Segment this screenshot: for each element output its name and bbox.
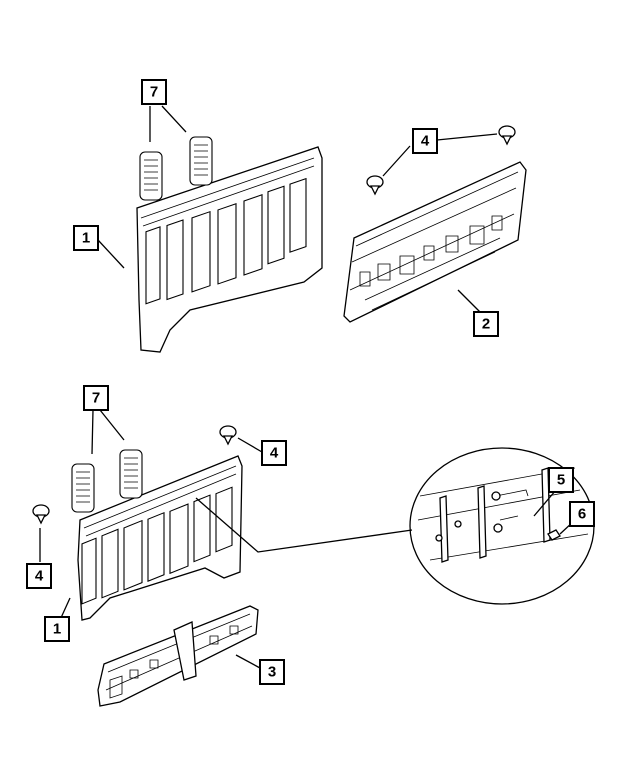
- callout-4-mid-label: 4: [270, 445, 279, 462]
- callout-4-left: 4: [26, 563, 52, 589]
- lower-panel: [97, 605, 259, 707]
- callout-5: 5: [548, 467, 574, 493]
- callout-7-top: 7: [141, 79, 167, 105]
- push-pin-top-right: [498, 125, 516, 146]
- callout-4-left-label: 4: [35, 568, 44, 585]
- callout-1-top-label: 1: [82, 230, 90, 247]
- push-pin-top-left: [366, 175, 384, 196]
- push-pin-mid: [219, 425, 237, 446]
- callout-2-label: 2: [482, 316, 490, 333]
- outer-back-panel: [343, 161, 527, 323]
- inner-back-panel-bottom: [77, 455, 243, 621]
- callout-1-bottom: 1: [44, 616, 70, 642]
- callout-4-top: 4: [412, 128, 438, 154]
- vent-bottom-right: [119, 449, 143, 499]
- push-pin-left: [32, 504, 50, 525]
- callout-4-mid: 4: [261, 440, 287, 466]
- callout-5-label: 5: [557, 472, 565, 489]
- callout-3-label: 3: [268, 664, 276, 681]
- callout-6-label: 6: [578, 506, 586, 523]
- inner-back-panel-top: [136, 146, 323, 353]
- callout-7-top-label: 7: [150, 84, 158, 101]
- detail-connector-line: [195, 497, 413, 553]
- callout-7-bottom-label: 7: [92, 390, 100, 407]
- leader-lines: [39, 105, 575, 669]
- callout-7-bottom: 7: [83, 385, 109, 411]
- callout-1-top: 1: [73, 225, 99, 251]
- vent-top-left: [139, 151, 163, 201]
- callout-1-bottom-label: 1: [53, 621, 61, 638]
- callout-2: 2: [473, 311, 499, 337]
- vent-bottom-left: [71, 463, 95, 513]
- callout-3: 3: [259, 659, 285, 685]
- vent-top-right: [189, 136, 213, 186]
- panel-windows-bottom: [81, 486, 233, 605]
- panel-windows-top: [145, 177, 307, 305]
- callout-4-top-label: 4: [421, 133, 430, 150]
- callout-6: 6: [569, 501, 595, 527]
